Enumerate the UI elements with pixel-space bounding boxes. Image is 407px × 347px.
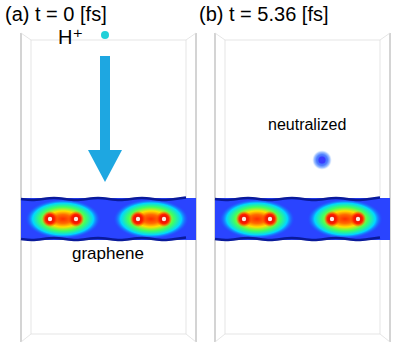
simulation-cell xyxy=(21,33,196,342)
cell-edge xyxy=(186,40,187,334)
cell-edge xyxy=(186,33,196,40)
cell-edge xyxy=(215,33,225,40)
graphene-density xyxy=(215,197,390,240)
cell-edge xyxy=(21,334,31,342)
cell-edge xyxy=(380,33,390,40)
cell-edge xyxy=(21,33,31,40)
cell-edge xyxy=(214,33,215,342)
panel: (b) t = 5.36 [fs] xyxy=(197,3,405,345)
cell-edge xyxy=(31,334,186,335)
hydrogen-core xyxy=(319,157,326,164)
ion-label: H⁺ xyxy=(58,26,83,48)
panel-title: (b) t = 5.36 [fs] xyxy=(199,3,329,25)
cell-edge xyxy=(380,334,390,342)
hydrogen-atom xyxy=(312,150,332,170)
panel-title: (a) t = 0 [fs] xyxy=(5,3,107,25)
cell-edge xyxy=(389,33,390,342)
cell-edge xyxy=(31,40,32,334)
cell-edge xyxy=(380,40,381,334)
proton-dot xyxy=(101,31,109,39)
cell-edge xyxy=(225,40,226,334)
cell-edge xyxy=(186,334,196,342)
cell-edge xyxy=(225,334,380,335)
cell-edge xyxy=(31,40,186,41)
material-label: graphene xyxy=(72,245,144,264)
graphene-density xyxy=(21,197,196,240)
cell-edge xyxy=(225,40,380,41)
cell-edge xyxy=(195,33,196,342)
cell-edge xyxy=(20,33,21,342)
panel: (a) t = 0 [fs] xyxy=(3,3,203,345)
motion-arrow xyxy=(88,56,122,182)
simulation-cell xyxy=(215,33,390,342)
state-label: neutralized xyxy=(268,116,346,134)
cell-edge xyxy=(215,334,225,342)
